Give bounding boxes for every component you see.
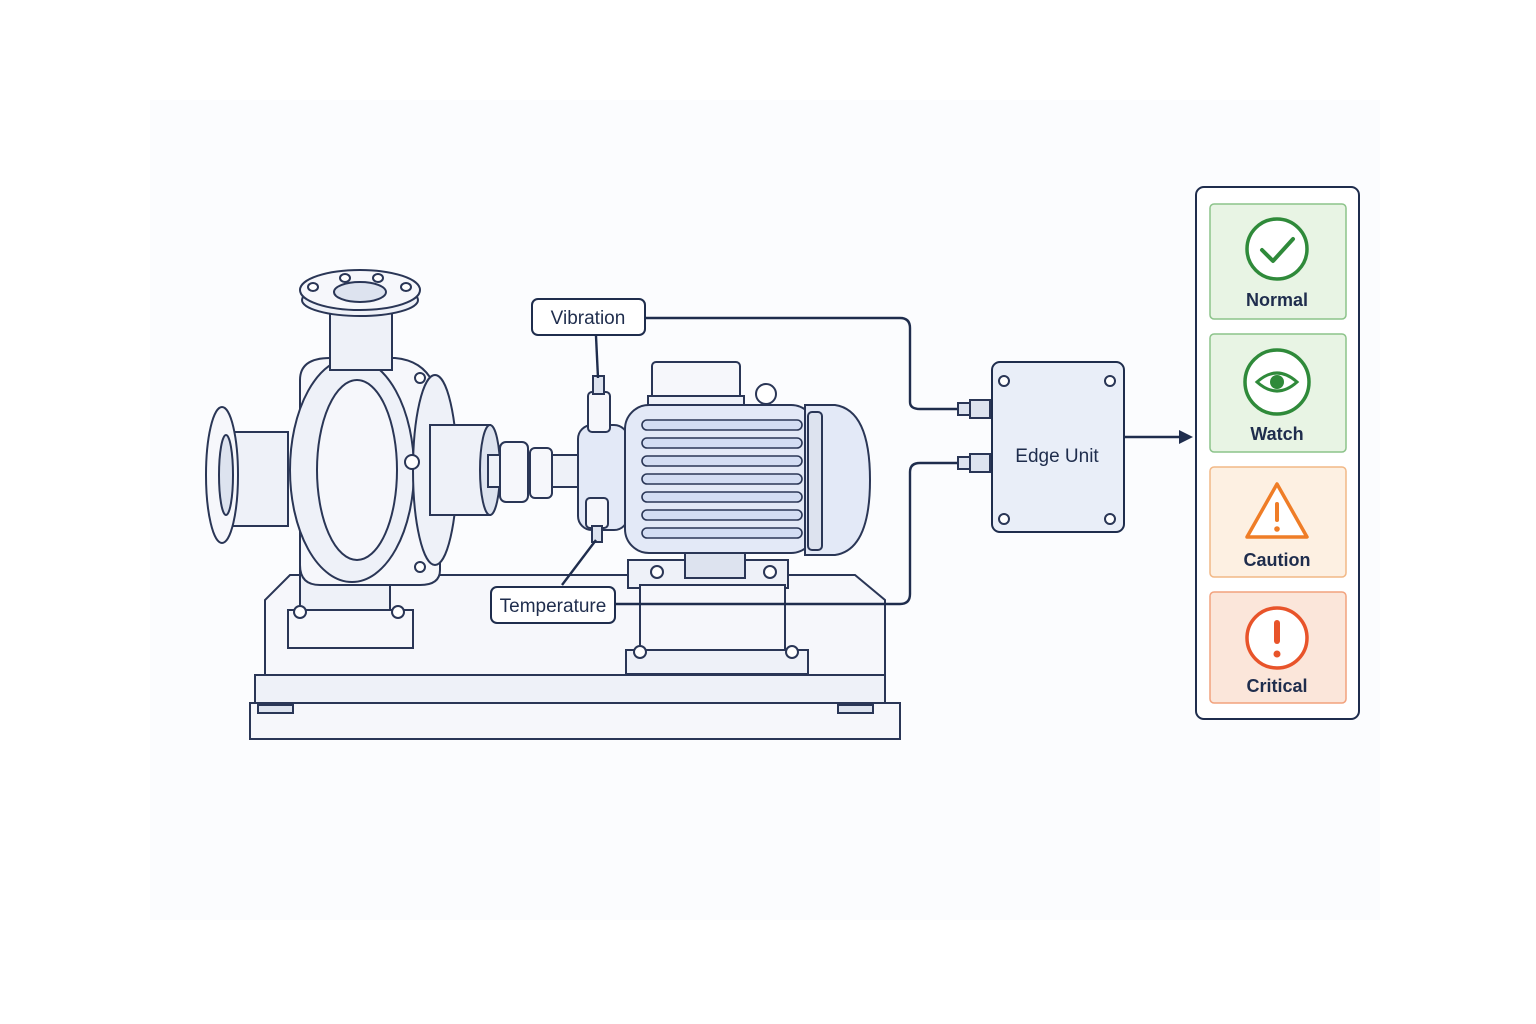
- checkmark-circle-icon: [1245, 217, 1309, 281]
- status-caution: Caution: [1209, 466, 1347, 578]
- shaft-coupling: [487, 441, 584, 503]
- electric-motor: [624, 361, 872, 675]
- exclamation-circle-icon: [1245, 606, 1309, 670]
- temperature-label: Temperature: [490, 586, 616, 624]
- status-panel: Normal Watch Caution: [1195, 186, 1360, 720]
- status-watch-label: Watch: [1250, 424, 1303, 444]
- status-normal-label: Normal: [1246, 290, 1308, 310]
- status-normal: Normal: [1209, 203, 1347, 320]
- temperature-label-text: Temperature: [500, 596, 607, 617]
- status-caution-label: Caution: [1244, 550, 1311, 570]
- edge-unit: Edge Unit: [991, 361, 1125, 533]
- arrow-right-icon: [1179, 430, 1193, 444]
- warning-triangle-icon: [1245, 482, 1309, 539]
- status-critical-label: Critical: [1246, 676, 1307, 696]
- signal-wires: [561, 316, 1193, 606]
- temperature-sensor: [585, 497, 609, 529]
- vibration-label-text: Vibration: [551, 308, 626, 329]
- sensor-bearing-housing: [577, 375, 629, 543]
- status-watch: Watch: [1209, 333, 1347, 453]
- vibration-label: Vibration: [531, 298, 646, 336]
- cooling-fins: [641, 419, 803, 539]
- status-critical: Critical: [1209, 591, 1347, 704]
- vibration-sensor: [587, 391, 611, 433]
- edge-unit-label: Edge Unit: [1015, 446, 1099, 467]
- eye-circle-icon: [1243, 348, 1311, 416]
- centrifugal-pump: [205, 269, 501, 649]
